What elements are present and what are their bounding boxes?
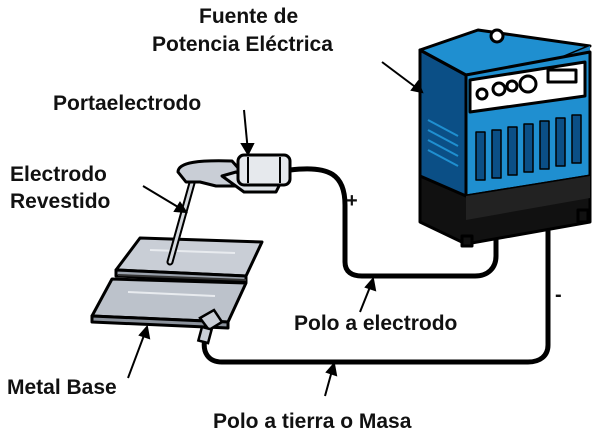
ground-cable <box>201 225 551 365</box>
negative-sign: - <box>555 284 562 306</box>
base-metal-plates <box>90 236 264 330</box>
coated-electrode-label-line2: Revestido <box>10 190 111 213</box>
ground-clamp <box>196 308 224 345</box>
ground-pole-label: Polo a tierra o Masa <box>213 410 412 433</box>
electrode-holder <box>176 153 292 194</box>
leader-arrows <box>127 61 424 397</box>
coated-electrode-label-line1: Electrodo <box>10 163 107 186</box>
positive-sign: + <box>346 190 358 212</box>
power-source-label-line1: Fuente de <box>199 5 299 28</box>
base-metal-label: Metal Base <box>7 376 117 399</box>
power-source-label-line2: Potencia Eléctrica <box>152 33 333 56</box>
electrode-cable <box>287 166 499 279</box>
power-source-machine <box>418 28 592 248</box>
electrode-holder-label: Portaelectrodo <box>53 92 202 115</box>
electrode-pole-label: Polo a electrodo <box>294 312 458 335</box>
plate-shading <box>127 249 236 297</box>
electrode-rod <box>166 179 196 266</box>
